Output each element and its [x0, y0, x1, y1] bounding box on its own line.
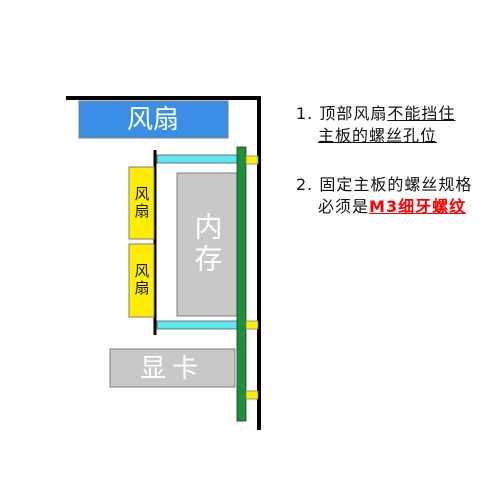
note-2-line-1: 2. 固定主板的螺丝规格 — [296, 174, 472, 196]
standoff-bottom — [156, 320, 240, 330]
side-fan-1 — [128, 166, 155, 240]
side-fan-1-label: 风扇 — [133, 186, 151, 220]
screw-bottom — [245, 390, 259, 400]
note-2-text-plain: 必须是 — [318, 197, 370, 216]
top-fan-label: 风扇 — [127, 105, 179, 135]
case-outline — [66, 96, 261, 430]
note-1-line-2: 主板的螺丝孔位 — [296, 125, 455, 147]
note-1-text-plain: 顶部风扇 — [319, 104, 388, 123]
side-fan-2 — [128, 243, 155, 318]
note-1-text-line-2: 主板的螺丝孔位 — [318, 126, 438, 145]
motherboard — [236, 146, 247, 422]
screw-middle — [245, 320, 259, 330]
note-1-line-1: 1. 顶部风扇不能挡住 — [296, 103, 455, 125]
note-2-text-line-1: 固定主板的螺丝规格 — [319, 175, 473, 194]
memory-module — [176, 172, 238, 317]
note-2-number: 2. — [296, 175, 314, 194]
memory-label: 内存 — [191, 212, 224, 276]
gpu — [109, 348, 236, 388]
side-fan-2-label: 风扇 — [133, 263, 151, 297]
note-2-highlight: M3细牙螺纹 — [369, 197, 467, 216]
gpu-label: 显卡 — [140, 354, 204, 384]
note-2-line-2: 必须是M3细牙螺纹 — [296, 196, 472, 218]
note-2: 2. 固定主板的螺丝规格 必须是M3细牙螺纹 — [296, 174, 472, 218]
note-1: 1. 顶部风扇不能挡住 主板的螺丝孔位 — [296, 103, 455, 147]
top-fan — [78, 100, 229, 139]
screw-top — [245, 155, 259, 165]
note-1-number: 1. — [296, 104, 314, 123]
standoff-top — [156, 154, 240, 164]
note-1-text-underlined: 不能挡住 — [387, 104, 456, 123]
